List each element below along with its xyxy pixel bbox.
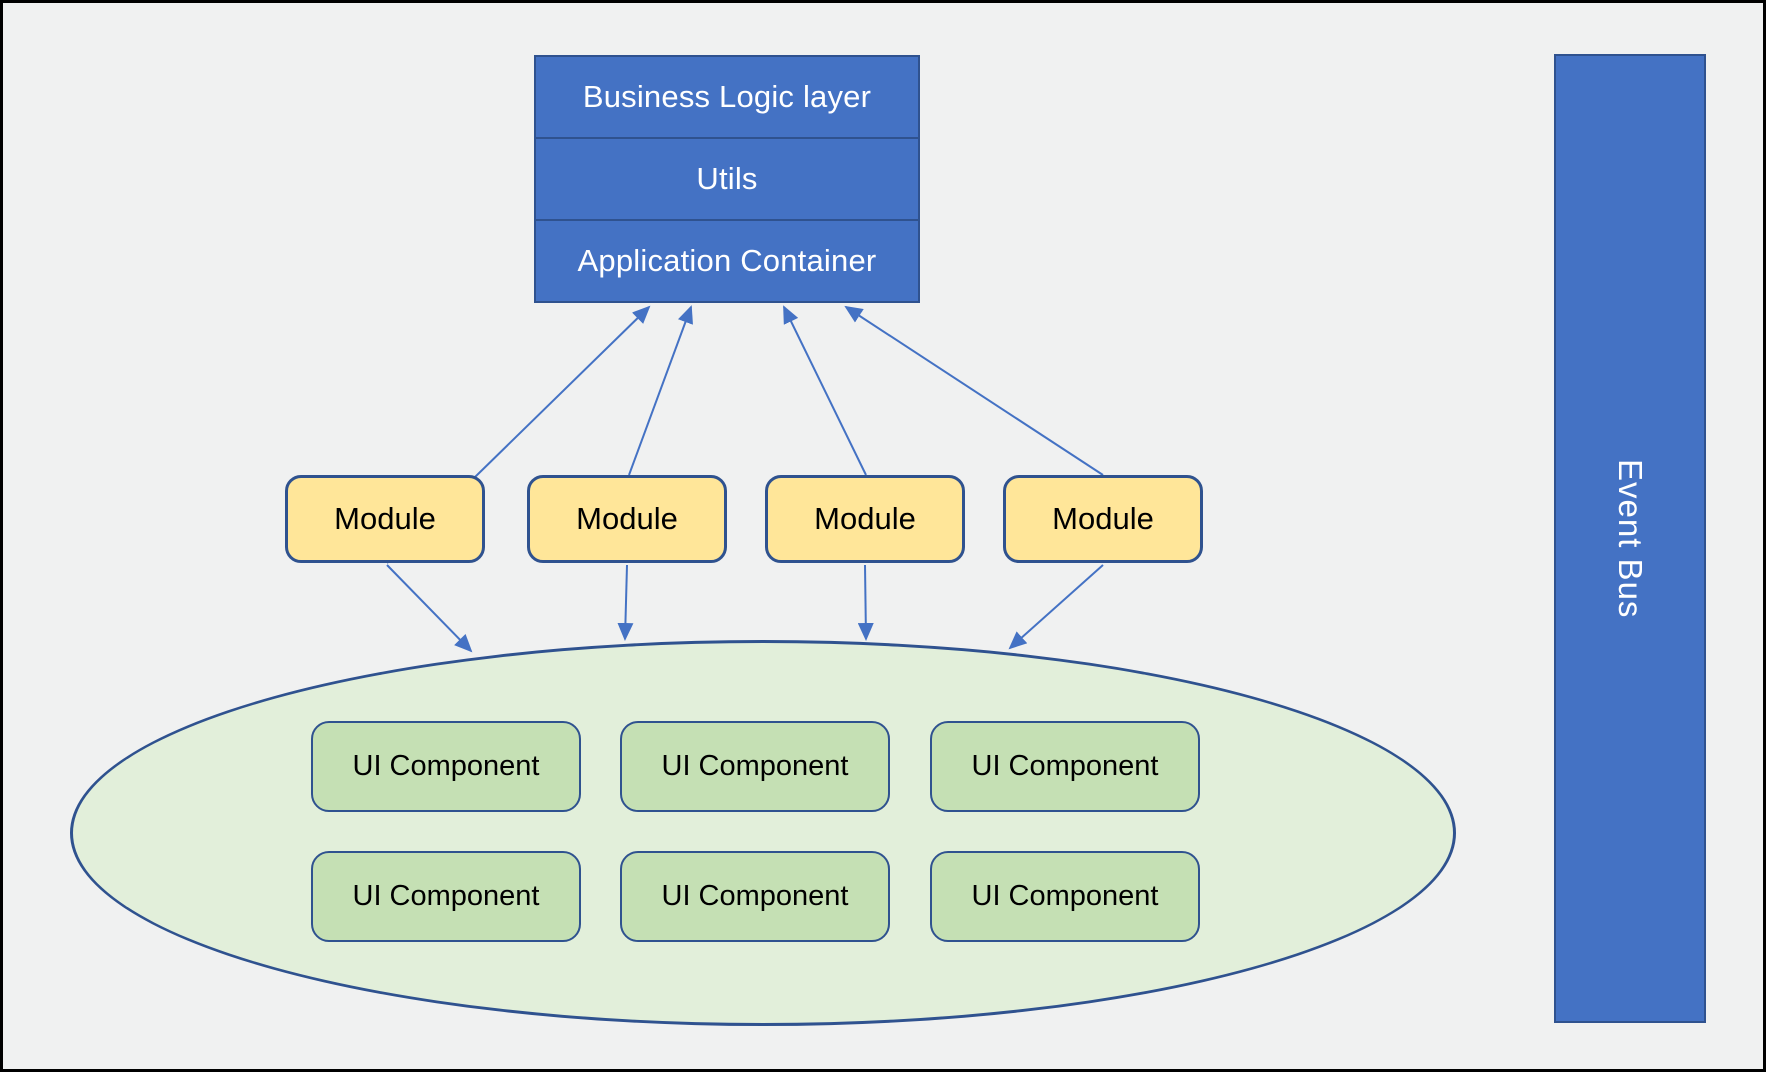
ui-component-box-4: UI Component xyxy=(311,851,581,942)
arrow-module3-to-ui xyxy=(857,564,874,641)
arrow-module2-to-container xyxy=(628,305,693,476)
ui-component-box-5: UI Component xyxy=(620,851,890,942)
arrow-module4-to-ui xyxy=(1008,564,1104,650)
application-stack: Business Logic layer Utils Application C… xyxy=(534,55,920,303)
ui-component-box-3: UI Component xyxy=(930,721,1200,812)
module-box-3: Module xyxy=(765,475,965,563)
stack-layer-application-container: Application Container xyxy=(536,219,918,301)
arrow-module2-to-ui xyxy=(617,564,634,641)
event-bus-panel: Event Bus xyxy=(1554,54,1706,1023)
module-box-1: Module xyxy=(285,475,485,563)
stack-layer-business-logic: Business Logic layer xyxy=(582,79,872,114)
module-box-2: Module xyxy=(527,475,727,563)
event-bus-label: Event Bus xyxy=(1612,458,1649,619)
module-box-4: Module xyxy=(1003,475,1203,563)
stack-layer-utils: Utils xyxy=(536,137,918,219)
ui-component-box-1: UI Component xyxy=(311,721,581,812)
arrow-module4-to-container xyxy=(844,305,1104,476)
ui-component-box-6: UI Component xyxy=(930,851,1200,942)
ui-components-ellipse xyxy=(70,640,1456,1026)
ui-component-box-2: UI Component xyxy=(620,721,890,812)
arrow-module3-to-container xyxy=(783,305,867,476)
arrow-module1-to-ui xyxy=(386,564,473,653)
